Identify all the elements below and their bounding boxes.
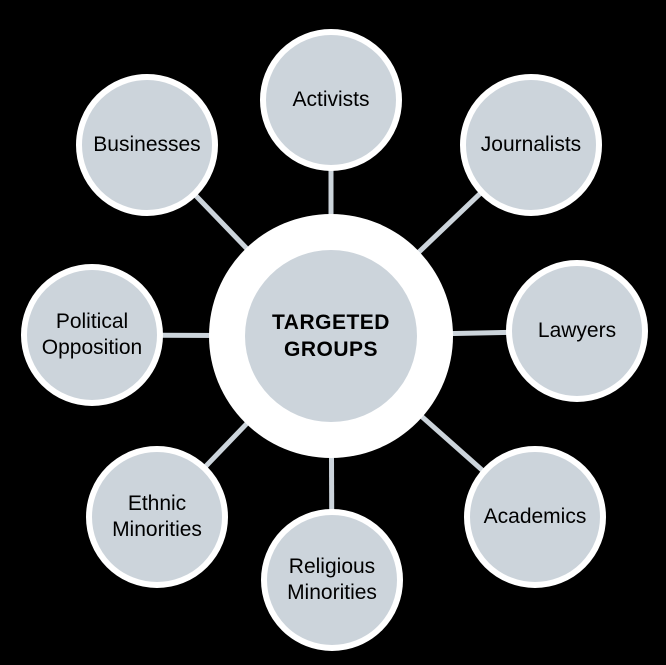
- hub-label: TARGETED GROUPS: [272, 310, 390, 361]
- node-label-journalists: Journalists: [480, 132, 582, 156]
- node-label-businesses: Businesses: [93, 132, 201, 156]
- hub-circle: TARGETED GROUPS: [209, 214, 453, 458]
- node-political-opposition: Political Opposition: [21, 264, 163, 406]
- node-religious-minorities: Religious Minorities: [261, 509, 403, 651]
- node-academics: Academics: [464, 446, 606, 588]
- node-ethnic-minorities: Ethnic Minorities: [86, 446, 228, 588]
- node-label-lawyers: Lawyers: [537, 318, 617, 342]
- hub-inner-circle: TARGETED GROUPS: [245, 250, 417, 422]
- node-label-academics: Academics: [483, 504, 587, 528]
- node-label-ethnic-minorities: Ethnic Minorities: [112, 491, 202, 541]
- node-label-activists: Activists: [292, 87, 370, 111]
- node-label-religious-minorities: Religious Minorities: [287, 554, 377, 604]
- node-label-political-opposition: Political Opposition: [41, 309, 143, 359]
- node-activists: Activists: [260, 29, 402, 171]
- node-journalists: Journalists: [460, 74, 602, 216]
- node-businesses: Businesses: [76, 74, 218, 216]
- node-lawyers: Lawyers: [506, 260, 648, 402]
